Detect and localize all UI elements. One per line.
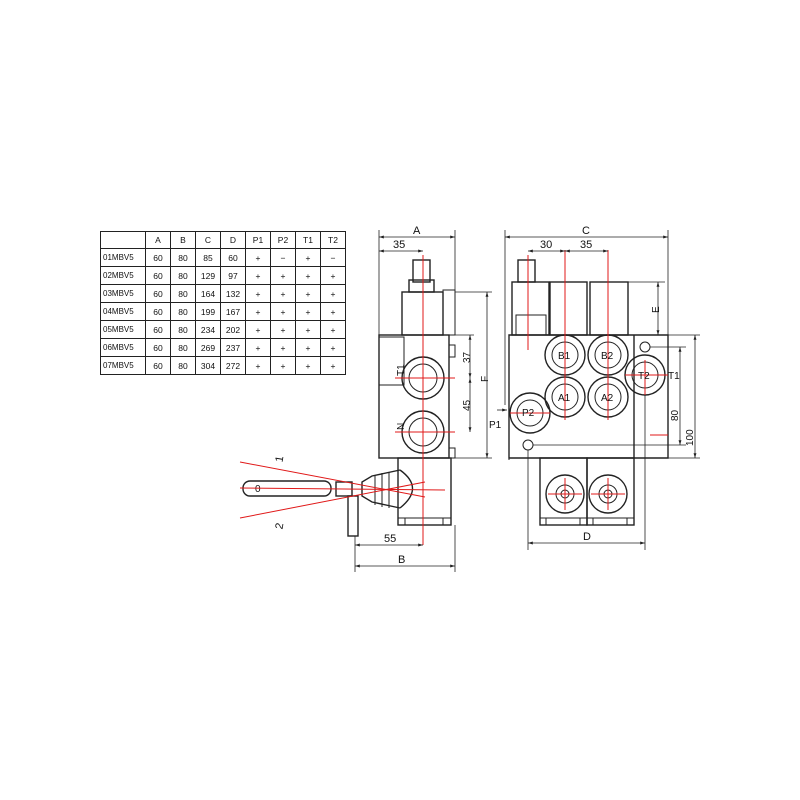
dim-100: 100 xyxy=(685,429,696,446)
table-cell: + xyxy=(320,356,346,375)
mount-hole xyxy=(639,341,651,353)
dim-45: 45 xyxy=(462,399,473,411)
table-cell: 304 xyxy=(195,356,221,375)
front-view: B1 B2 A1 A2 T2 P2 T1 P1 C 30 35 E 80 100… xyxy=(489,225,700,550)
dim-30: 30 xyxy=(540,239,552,251)
lever-position-2: 2 xyxy=(274,522,287,530)
dim-35: 35 xyxy=(393,239,405,251)
mount-hole xyxy=(522,439,534,451)
port-label-b1: B1 xyxy=(558,351,571,362)
port-label-t1: T1 xyxy=(668,371,680,382)
spring-housing-1 xyxy=(539,457,588,526)
port-label-p2: P2 xyxy=(522,408,535,419)
side-view: 0 1 2 T1 N A 35 F 37 45 55 B xyxy=(239,225,492,572)
dim-80: 80 xyxy=(670,409,681,421)
table-cell: + xyxy=(320,266,346,285)
table-cell: − xyxy=(320,248,346,267)
lever-mark: 0 xyxy=(255,484,261,495)
lever-dome xyxy=(399,469,414,509)
port-label-a2: A2 xyxy=(601,393,614,404)
lever-housing xyxy=(397,457,452,526)
port-label-t1: T1 xyxy=(396,364,407,376)
spool-stem xyxy=(412,259,431,283)
port-label-b2: B2 xyxy=(601,351,614,362)
spool-cap-2 xyxy=(589,281,629,336)
port-label-n: N xyxy=(396,423,407,430)
port-label-t2: T2 xyxy=(638,371,650,382)
relief-valve xyxy=(511,281,550,336)
lever-position-1: 1 xyxy=(274,455,287,463)
dim-a: A xyxy=(413,225,421,237)
dim-b: B xyxy=(398,554,405,566)
port-label-a1: A1 xyxy=(558,393,571,404)
dim-c: C xyxy=(582,225,590,237)
dim-f: F xyxy=(480,376,491,382)
table-cell: + xyxy=(245,356,271,375)
dim-d: D xyxy=(583,531,591,543)
dim-55: 55 xyxy=(384,533,396,545)
dim-e: E xyxy=(651,306,662,313)
dim-37: 37 xyxy=(462,351,473,363)
spool-cap-1 xyxy=(549,281,588,336)
spring-housing-2 xyxy=(586,457,635,526)
dim-35: 35 xyxy=(580,239,592,251)
port-label-p1: P1 xyxy=(489,420,502,431)
